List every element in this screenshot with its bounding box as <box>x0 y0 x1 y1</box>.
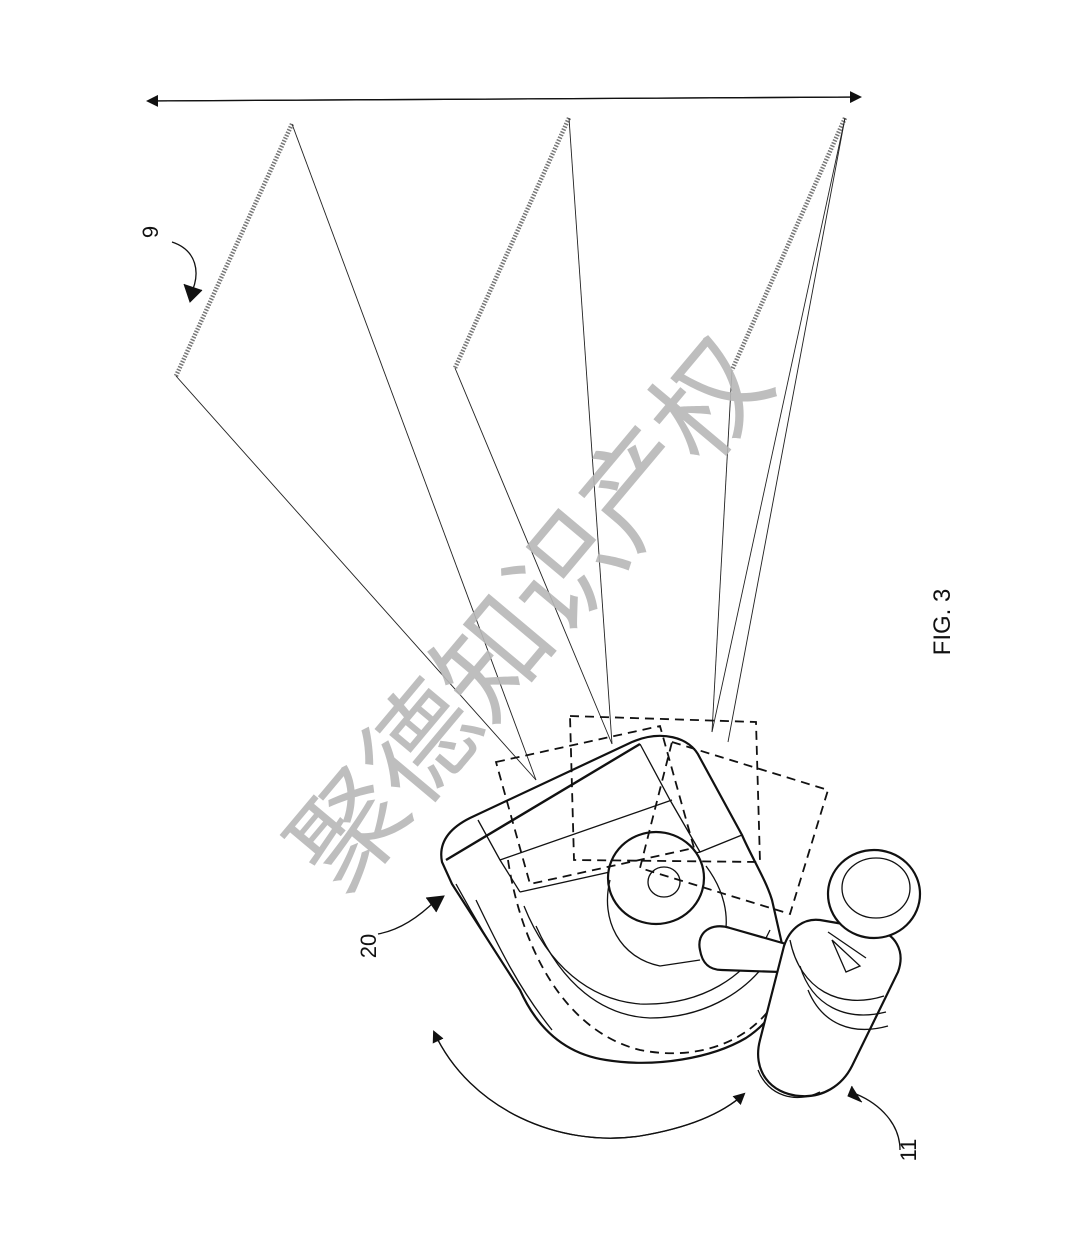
label-11-leader <box>847 1085 901 1151</box>
label-head: 20 <box>356 934 381 958</box>
rotation-ghosts <box>494 715 830 1055</box>
projector-head <box>440 734 787 1064</box>
mount-assembly <box>698 848 922 1099</box>
horizontal-travel-arrow <box>146 91 862 107</box>
rotation-arc-arrow <box>432 1030 746 1139</box>
panel-middle <box>452 117 613 745</box>
label-mount: 11 <box>896 1139 921 1162</box>
panel-right <box>711 117 848 743</box>
panel-left <box>173 123 537 781</box>
figure-caption: FIG. 3 <box>929 589 956 656</box>
label-panels: 9 <box>138 226 163 238</box>
projection-panels <box>173 117 848 781</box>
label-20-leader <box>377 895 445 935</box>
label-9-leader <box>171 241 203 303</box>
